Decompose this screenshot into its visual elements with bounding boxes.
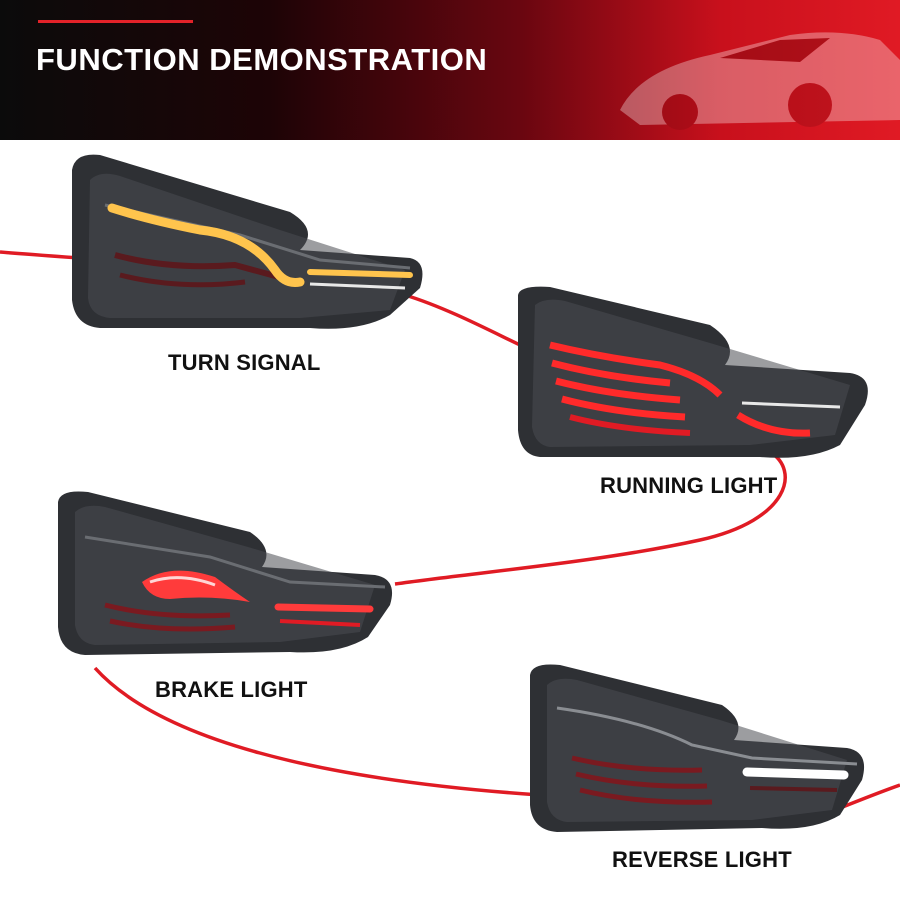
header-banner: FUNCTION DEMONSTRATION xyxy=(0,0,900,140)
function-label-reverse-light: REVERSE LIGHT xyxy=(612,847,792,872)
car-silhouette-icon xyxy=(620,32,900,130)
tail-lamp-running-light xyxy=(510,285,880,465)
tail-lamp-reverse-light xyxy=(522,660,872,840)
tail-lamp-brake-light xyxy=(50,487,400,662)
tail-lamp-image xyxy=(518,286,868,458)
tail-lamp-turn-signal xyxy=(60,150,430,350)
function-label-running-light: RUNNING LIGHT xyxy=(600,473,778,498)
page-title: FUNCTION DEMONSTRATION xyxy=(36,42,488,77)
function-label-turn-signal: TURN SIGNAL xyxy=(168,350,321,375)
header-accent-line xyxy=(38,20,193,23)
tail-lamp-image xyxy=(58,491,393,655)
tail-lamp-image xyxy=(72,154,423,329)
function-label-brake-light: BRAKE LIGHT xyxy=(155,677,308,702)
tail-lamp-image xyxy=(530,664,865,832)
